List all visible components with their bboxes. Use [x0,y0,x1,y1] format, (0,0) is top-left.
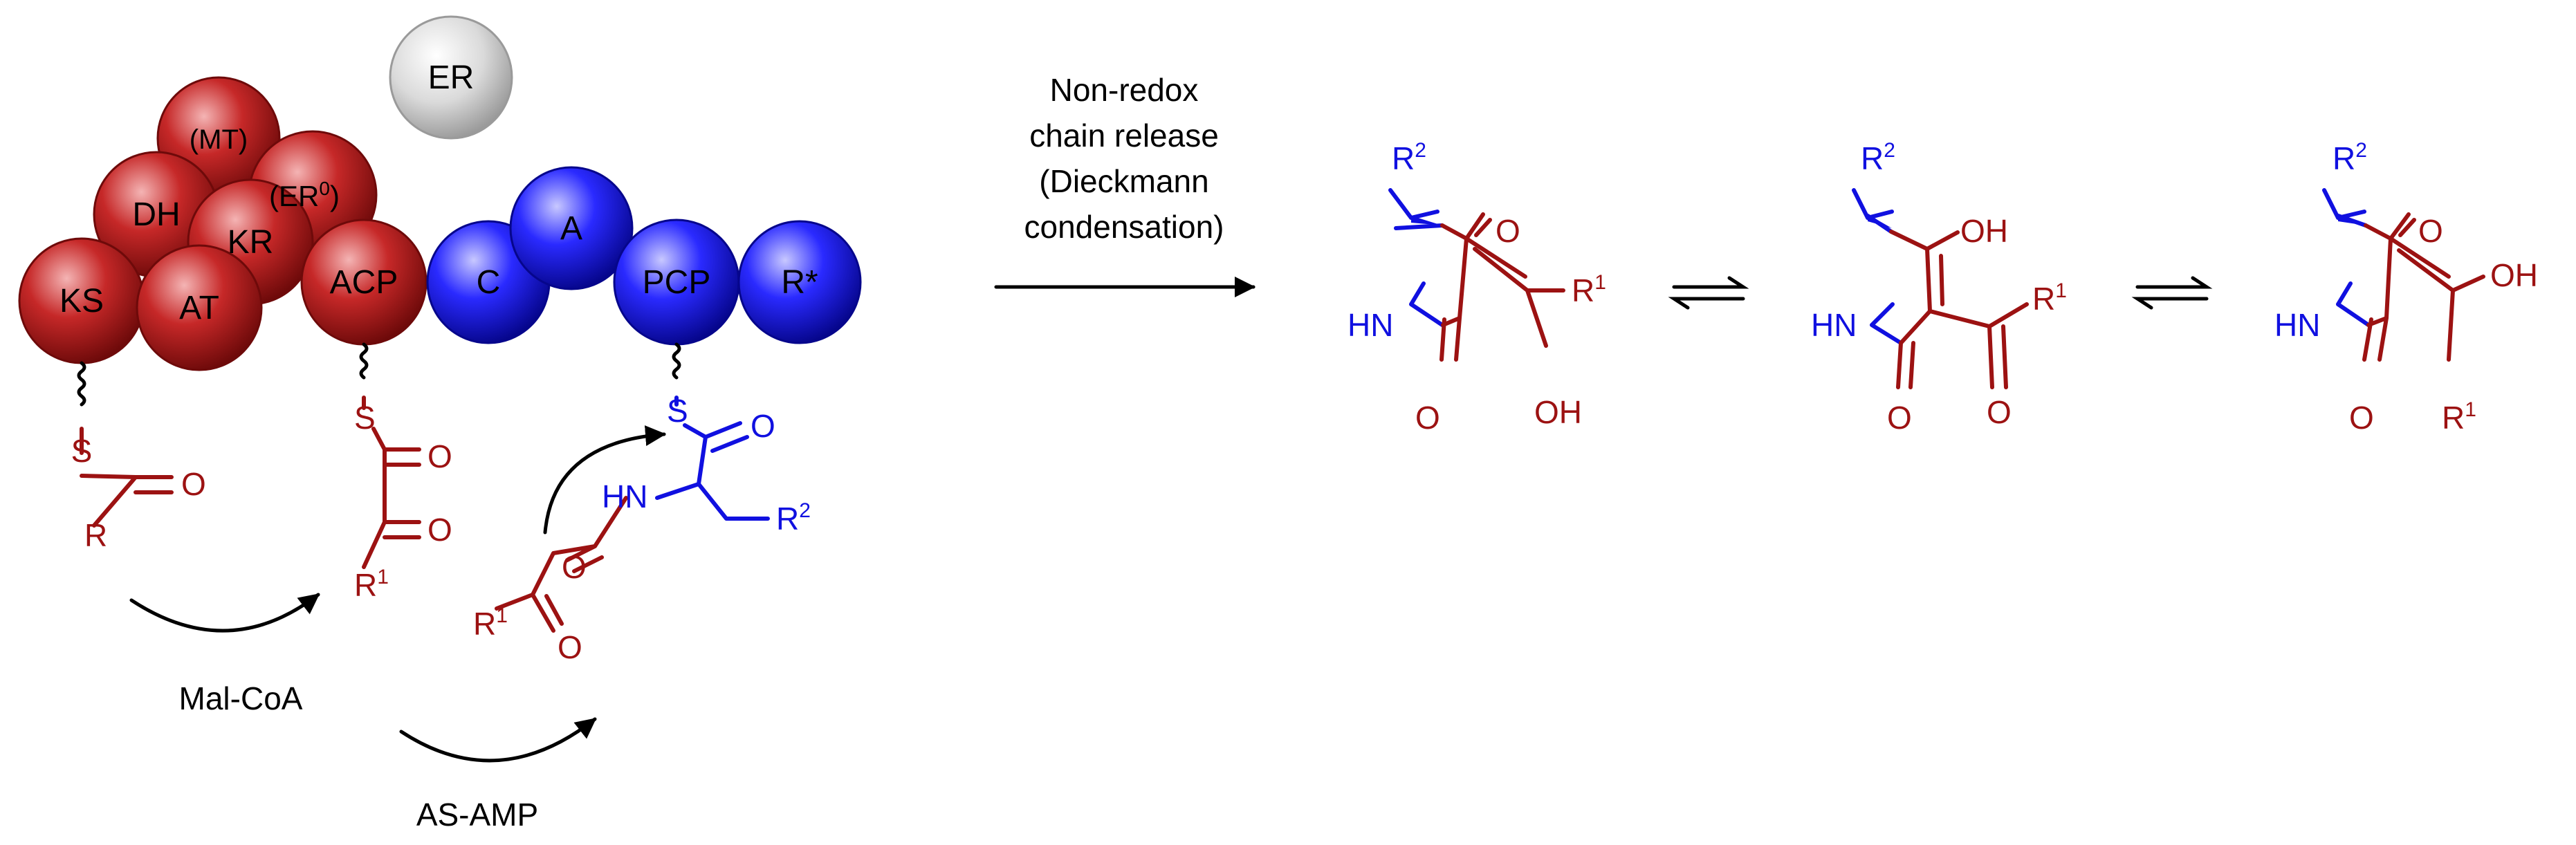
t2-r1-atom: R1 [2032,279,2067,317]
t2-r2-atom: R2 [1861,139,1895,176]
as-amp-arrow [399,717,597,763]
t1-oh-atom: OH [1534,394,1582,430]
pcp-hn-atom: HN [602,479,647,514]
t3-r1-atom: R1 [2442,398,2476,436]
transfer-arrow [543,425,666,535]
pcp-r1-atom: R1 [473,604,508,642]
acp-label: ACP [330,264,398,301]
release-line-4: condensation) [1024,209,1224,245]
rstar-sphere [737,220,862,344]
t2-lactam-o-atom: O [1887,400,1912,436]
pcp-thioester: S O HN R2 O R1 O [473,393,811,665]
ks-s-atom: S [71,433,93,469]
ks-label: KS [59,283,104,319]
ks-o-atom: O [181,466,206,502]
t3-nh-atom: HN [2274,307,2320,343]
acp-tether [359,342,369,380]
er-sphere [389,15,513,140]
domain-spheres [18,15,862,371]
t1-lactam-o-atom: O [1415,400,1440,436]
release-line-3: (Dieckmann [1039,163,1208,199]
equilibrium-arrows-1 [1668,276,1749,310]
t1-r2-atom: R2 [1392,139,1426,176]
acp-o1-atom: O [427,438,452,474]
a-sphere [509,166,634,290]
tethers [77,342,681,407]
mt-label: (MT) [190,124,248,155]
pcp-r2-atom: R2 [776,499,811,537]
acp-r1-atom: R1 [354,566,389,603]
release-line-2: chain release [1029,118,1219,154]
t2-nh-atom: HN [1811,307,1857,343]
pcp-label: PCP [643,264,711,301]
c-label: C [477,264,501,301]
t3-lactam-o-atom: O [2349,400,2374,436]
release-step: Non-redox chain release (Dieckmann conde… [994,72,1255,297]
at-label: AT [179,290,219,326]
pcp-amide-o-atom: O [562,549,587,585]
tautomer-2: R2 OH HN O R1 O [1811,139,2067,436]
t2-oh-atom: OH [1960,213,2008,249]
tautomer-1: R2 O HN O R1 OH [1347,139,1606,436]
er0-label: (ER0) [269,178,340,212]
pcp-keto-o-atom: O [558,629,582,665]
mal-coa-label: Mal-CoA [179,680,303,716]
at-sphere [136,244,263,371]
rstar-label: R* [781,264,818,301]
release-line-1: Non-redox [1050,72,1199,108]
t1-nh-atom: HN [1347,307,1393,343]
pcp-o-atom: O [751,408,775,444]
mal-coa-arrow [129,593,320,633]
ks-tether [77,361,86,407]
tautomer-3: R2 O HN O R1 OH [2274,139,2538,436]
as-amp-label: AS-AMP [416,797,538,833]
ks-r-atom: R [84,517,107,553]
t1-r1-atom: R1 [1572,271,1606,308]
domain-labels: ER (MT) DH (ER0) KR KS AT ACP C A PCP R* [59,59,818,326]
dh-label: DH [132,196,180,233]
a-label: A [560,210,582,247]
equilibrium-arrows-2 [2131,276,2213,310]
t3-keto-o-atom: O [2418,213,2443,249]
t1-keto-o-atom: O [1496,213,1520,249]
acp-thioester: S O O R1 [354,396,452,603]
pcp-tether [672,342,681,380]
kr-label: KR [228,224,274,261]
er-label: ER [428,59,475,96]
pcp-s-atom: S [667,393,688,429]
acp-s-atom: S [354,400,376,436]
curved-arrows [129,425,666,763]
ks-thioester: S O R [71,427,206,553]
t3-r2-atom: R2 [2333,139,2367,176]
t3-oh-atom: OH [2490,257,2538,293]
acp-o2-atom: O [427,512,452,548]
t2-acyl-o-atom: O [1987,394,2012,430]
